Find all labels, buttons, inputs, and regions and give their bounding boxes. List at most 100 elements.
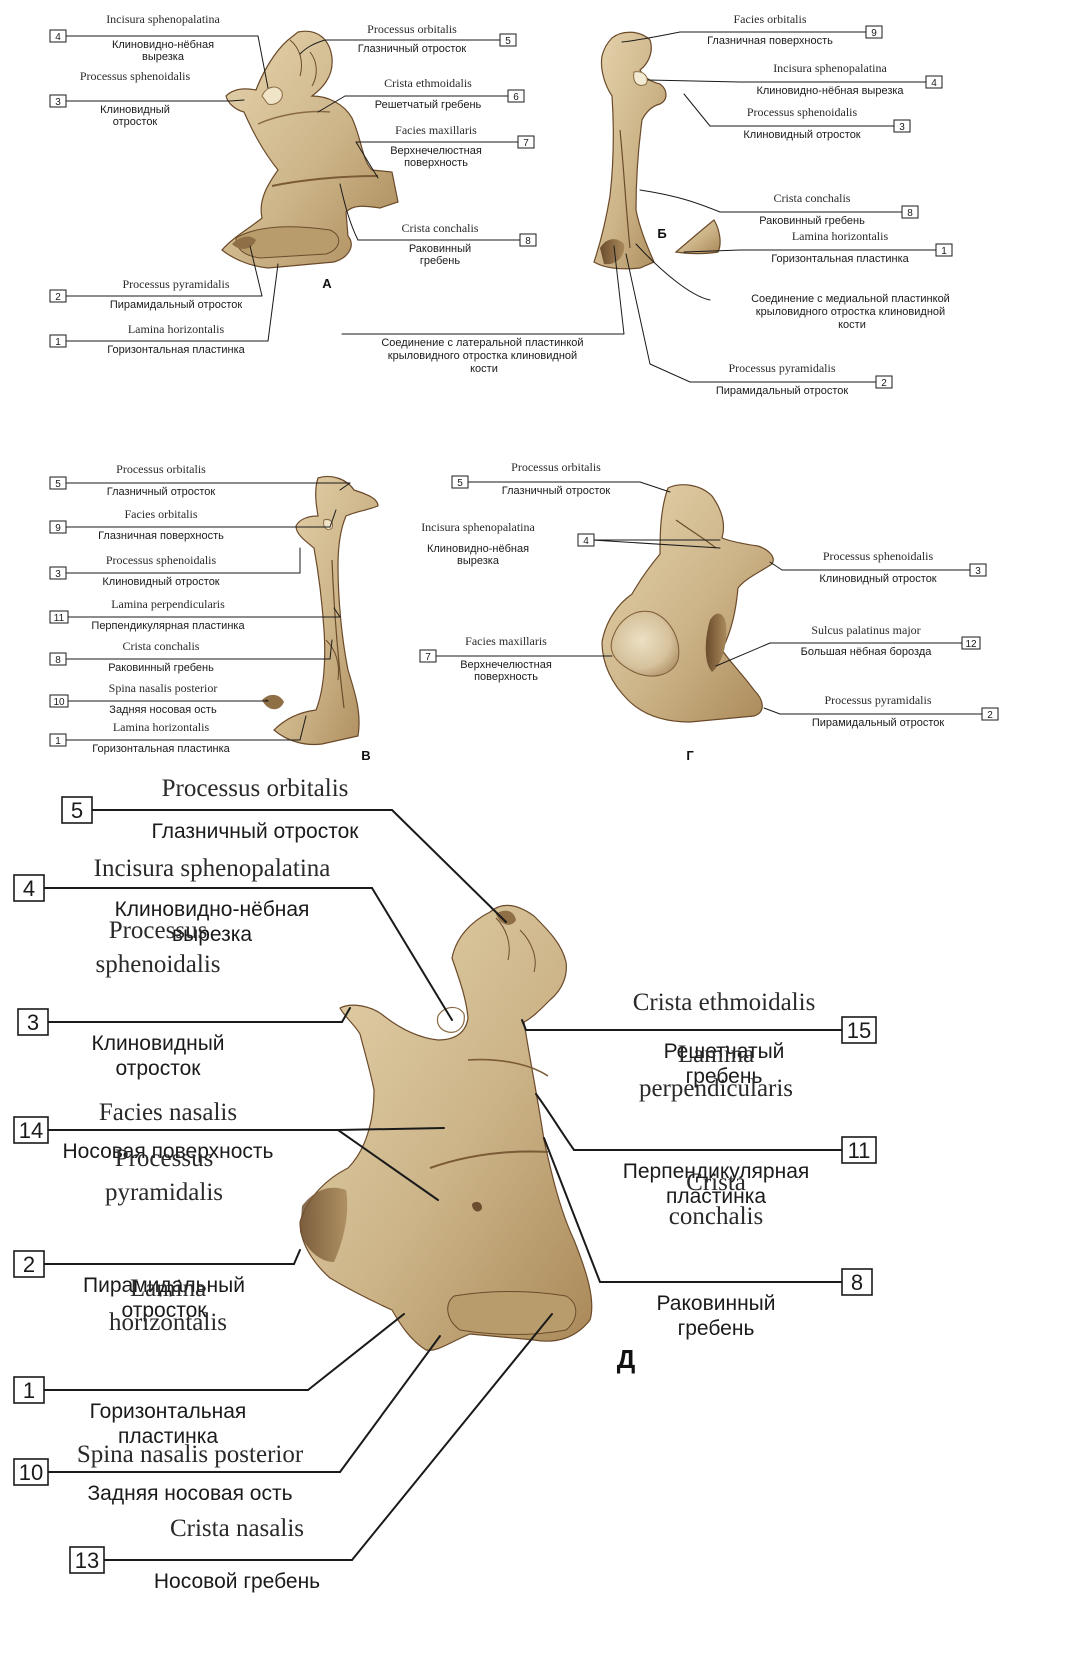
label-number: 5: [71, 798, 83, 823]
latin-term: Facies orbitalis: [734, 12, 807, 26]
russian-term: Раковинныйгребень: [409, 243, 471, 267]
label-Б-8: 8Crista conchalisРаковинный гребень: [640, 190, 918, 227]
label-number: 6: [513, 92, 519, 103]
label-number: 3: [975, 566, 981, 577]
label-number: 8: [907, 208, 913, 219]
latin-term: Processus orbitalis: [511, 460, 601, 474]
latin-term: Processus sphenoidalis: [747, 105, 858, 119]
latin-term: Processus sphenoidalis: [823, 549, 934, 563]
russian-term: Клиновидныйотросток: [100, 104, 170, 128]
leader-pointer: [648, 80, 740, 82]
leader-pointer: [770, 562, 782, 570]
label-Б-4: 4Incisura sphenopalatinaКлиновидно-нёбна…: [648, 61, 942, 97]
label-number: 2: [987, 710, 993, 721]
label-number: 8: [525, 236, 531, 247]
russian-term: Задняя носовая ость: [109, 704, 217, 716]
label-А-6: 6 Crista ethmoidalisРешетчатый гребень: [318, 76, 524, 112]
russian-term: Клиновидныйотросток: [91, 1032, 224, 1080]
bone-panel-a: [222, 31, 398, 268]
latin-term: Lamina horizontalis: [113, 720, 210, 734]
label-number: 7: [523, 138, 529, 149]
label-number: 10: [53, 697, 65, 708]
bone-panel-d: [300, 905, 592, 1350]
label-number: 8: [851, 1270, 863, 1295]
latin-term: Crista ethmoidalis: [633, 989, 816, 1016]
label-number: 1: [55, 337, 61, 348]
latin-term: Processus pyramidalis: [825, 693, 932, 707]
leader-pointer: [684, 94, 710, 126]
russian-term: Решетчатый гребень: [375, 99, 482, 111]
latin-term: Crista ethmoidalis: [384, 76, 472, 90]
latin-term: Processus sphenoidalis: [106, 553, 217, 567]
label-number: 3: [27, 1010, 39, 1035]
russian-term: Глазничная поверхность: [707, 35, 833, 47]
label-number: 7: [425, 652, 431, 663]
labels-layer: 4Incisura sphenopalatinaКлиновидно-нёбна…: [14, 12, 998, 1593]
latin-term: Spina nasalis posterior: [109, 681, 218, 695]
leader-pointer: [640, 190, 720, 212]
label-number: 9: [871, 28, 877, 39]
label-number: 5: [457, 478, 463, 489]
panel-letter-d: Д: [617, 1344, 636, 1374]
latin-term: Crista conchalis: [123, 639, 200, 653]
latin-term: Facies orbitalis: [125, 507, 198, 521]
label-В-10: 10 Spina nasalis posteriorЗадняя носовая …: [50, 681, 268, 716]
russian-term: Раковинный гребень: [759, 215, 865, 227]
latin-term: Processussphenoidalis: [96, 917, 221, 978]
label-number: 2: [23, 1252, 35, 1277]
russian-term: Глазничный отросток: [152, 820, 360, 843]
latin-term: Facies nasalis: [99, 1099, 237, 1126]
leader-pointer: [764, 708, 780, 714]
label-А-3: 3Processus sphenoidalisКлиновидныйотрост…: [50, 69, 244, 128]
leader-pointer: [340, 1336, 440, 1472]
label-number: 10: [19, 1460, 43, 1485]
label-Д-15: 15Crista ethmoidalisРешетчатыйгребень: [522, 989, 876, 1088]
panel-letter-g: Г: [686, 748, 694, 763]
russian-term: Большая нёбная борозда: [801, 646, 933, 658]
bone-panel-v: [262, 477, 378, 745]
label-number: 1: [941, 246, 947, 257]
label-Г-12: 12Sulcus palatinus majorБольшая нёбная б…: [716, 623, 980, 666]
label-number: 9: [55, 523, 61, 534]
label-Г-3: 3Processus sphenoidalisКлиновидный отрос…: [770, 549, 986, 585]
russian-term: Глазничный отросток: [358, 43, 467, 55]
label-Б-3: 3Processus sphenoidalisКлиновидный отрос…: [684, 94, 910, 141]
latin-term: Processus orbitalis: [116, 462, 206, 476]
label-number: 2: [55, 292, 61, 303]
label-number: 4: [23, 876, 35, 901]
leader-pointer: [372, 888, 452, 1020]
latin-term: Crista nasalis: [170, 1515, 304, 1542]
label-В-9: 9 Facies orbitalisГлазничная поверхность: [50, 507, 336, 542]
russian-term: Раковинный гребень: [108, 662, 214, 674]
russian-term: Горизонтальная пластинка: [107, 344, 245, 356]
label-number: 5: [505, 36, 511, 47]
russian-term: Клиновидный отросток: [743, 129, 860, 141]
latin-term: Processus orbitalis: [367, 22, 457, 36]
label-number: 8: [55, 655, 61, 666]
svg-text:Соединение с медиальной пласти: Соединение с медиальной пластинкой крыло…: [751, 293, 953, 331]
russian-term: Задняя носовая ость: [87, 1482, 292, 1505]
russian-term: Глазничная поверхность: [98, 530, 224, 542]
russian-term: Перпендикулярная пластинка: [91, 620, 245, 632]
russian-term: Носовой гребень: [154, 1570, 320, 1593]
leader-pointer: [308, 1314, 404, 1390]
leader-pointer: [294, 1250, 300, 1264]
label-number: 3: [55, 569, 61, 580]
leader-pointer: [640, 482, 670, 492]
label-number: 13: [75, 1548, 99, 1573]
label-В-8: 8 Crista conchalisРаковинный гребень: [50, 639, 332, 674]
latin-term: Sulcus palatinus major: [811, 623, 920, 637]
latin-term: Facies maxillaris: [465, 634, 547, 648]
russian-term: Глазничный отросток: [502, 485, 611, 497]
label-number: 11: [54, 613, 65, 624]
latin-term: Processus sphenoidalis: [80, 69, 191, 83]
label-number: 15: [847, 1018, 871, 1043]
latin-term: Lamina horizontalis: [792, 229, 889, 243]
